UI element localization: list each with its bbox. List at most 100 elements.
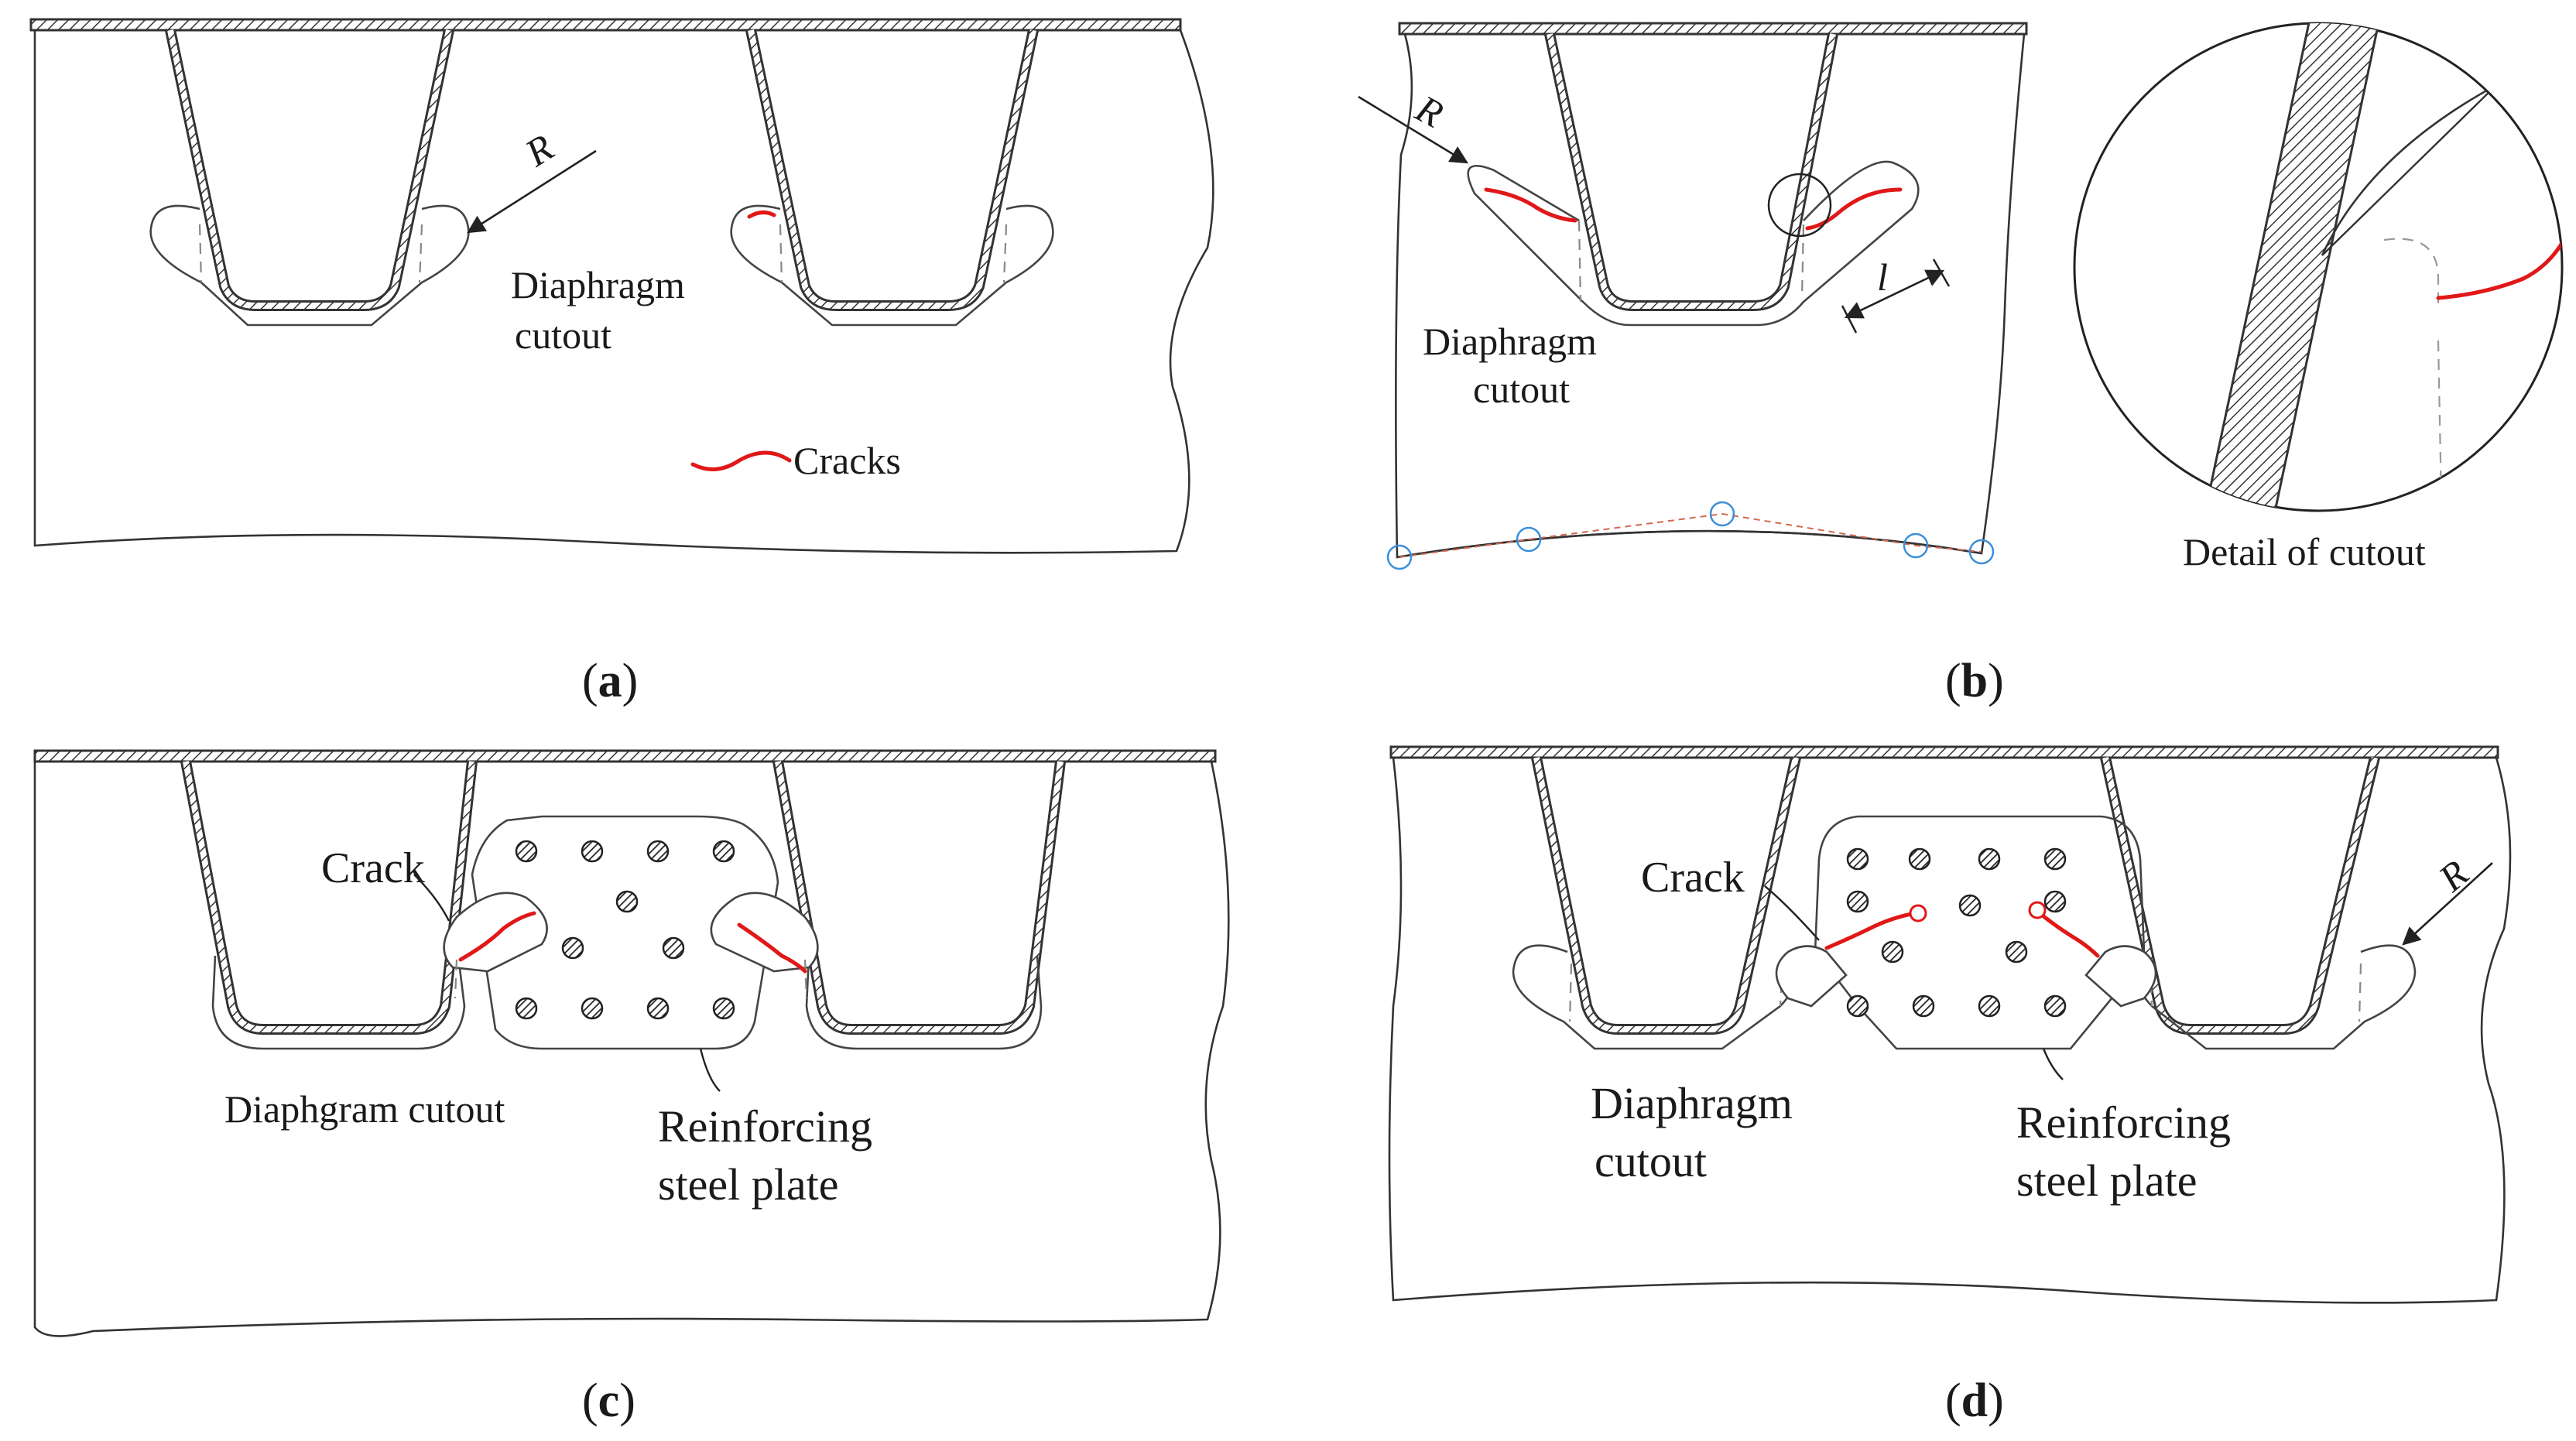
crack-label: Crack — [1641, 854, 1745, 902]
control-point — [1516, 526, 1542, 553]
plate-label-line1: Reinforcing — [2016, 1097, 2231, 1148]
detail-chord — [2321, 84, 2497, 256]
deck-plate — [33, 749, 1217, 763]
bolt — [515, 997, 538, 1020]
radius-label: R — [2430, 851, 2476, 900]
cutout-label: Diaphgram cutout — [224, 1087, 505, 1131]
diaphragm-edge — [1388, 757, 2512, 1304]
cutout-label-line1: Diaphragm — [511, 263, 685, 306]
bolt — [515, 840, 538, 863]
detail-view — [2073, 22, 2564, 512]
detail-rib-section — [2201, 23, 2382, 511]
bolt — [1978, 994, 2001, 1018]
control-point — [1968, 539, 1995, 565]
length-dimension — [1844, 269, 1945, 319]
cutout-outline-right — [805, 955, 1043, 1050]
plate-label-line2: steel plate — [2016, 1155, 2197, 1206]
plate-cutout-left — [443, 892, 548, 973]
bolt — [1978, 847, 2001, 871]
dim-tick — [1841, 305, 1858, 334]
bolt — [615, 890, 639, 913]
control-point — [1386, 544, 1413, 570]
cutout-label-line2: cutout — [1473, 368, 1570, 411]
bolt — [712, 840, 735, 863]
plate-cutout-left — [1775, 945, 1848, 1008]
rib-right — [745, 29, 1039, 311]
rib-center — [1544, 33, 1838, 311]
crack-c-left — [458, 911, 536, 962]
crack-b-left — [1484, 187, 1577, 223]
deck-plate — [29, 18, 1182, 32]
cutout-outline-left — [149, 204, 470, 327]
cutout-hidden-line — [1568, 963, 2362, 1022]
bolt — [1846, 847, 1869, 871]
control-polygon — [1399, 512, 1982, 558]
crack-leader — [1764, 885, 1820, 941]
bolt — [712, 997, 735, 1020]
radius-label: R — [1409, 86, 1451, 135]
control-point — [1709, 501, 1735, 527]
radius-arrow — [1358, 95, 1469, 164]
crack-arrest-hole — [1909, 904, 1927, 922]
bolt — [561, 936, 584, 960]
cutout-hidden-line — [454, 959, 808, 999]
plate-leader — [2042, 1048, 2064, 1080]
length-label: l — [1877, 255, 1888, 299]
diaphragm-edge — [1395, 33, 2026, 559]
caption-b: (b) — [1945, 655, 2004, 707]
panel-c: Crack Diaphgram cutout Reinforcing steel… — [33, 749, 1230, 1427]
diaphragm-bottom — [1396, 529, 1982, 559]
deck-plate — [1389, 745, 2499, 759]
crack-d-left — [1824, 911, 1918, 950]
detail-label: Detail of cutout — [2183, 530, 2426, 573]
control-point — [1903, 532, 1929, 559]
bolt — [1881, 940, 1904, 964]
cutout-hidden-line — [1577, 220, 1805, 303]
cutout-label-line1: Diaphragm — [1591, 1078, 1793, 1128]
cutout-label-line1: Diaphragm — [1423, 320, 1597, 363]
panel-a: R Diaphragm cutout Cracks (a) — [29, 18, 1214, 707]
crack-b-right — [1805, 187, 1903, 231]
crack-label: Crack — [321, 844, 425, 892]
cutout-outline — [1467, 160, 1920, 327]
crack-leader — [413, 874, 450, 922]
cutout-label-line2: cutout — [515, 313, 611, 357]
diaphragm-edge — [33, 761, 1230, 1337]
detail-crack — [2436, 226, 2562, 300]
cutout-hidden-line — [779, 224, 1008, 283]
bolt — [1958, 894, 1982, 917]
dim-tick — [1932, 258, 1951, 287]
radius-label: R — [517, 125, 560, 175]
bolt — [646, 840, 670, 863]
bolt — [1908, 847, 1931, 871]
deck-plate — [1398, 22, 2028, 36]
bolt — [1912, 994, 1935, 1018]
rib-right — [772, 760, 1066, 1035]
panel-b: R l Diaphragm cutout Detail of cutout (b… — [1358, 22, 2564, 707]
detail-marker-circle — [1767, 173, 1832, 238]
bolt — [1846, 994, 1869, 1018]
legend-crack-sample — [690, 450, 792, 471]
caption-c: (c) — [582, 1374, 635, 1427]
crack-c-right — [737, 922, 807, 974]
legend-cracks-label: Cracks — [793, 439, 901, 482]
crack-d-right — [2037, 911, 2100, 958]
bolt — [662, 936, 685, 960]
caption-a: (a) — [582, 655, 638, 707]
reinforcing-plate — [1814, 815, 2146, 1050]
bolt — [646, 997, 670, 1020]
caption-d: (d) — [1945, 1374, 2004, 1427]
plate-label-line2: steel plate — [658, 1159, 839, 1210]
bolt — [581, 840, 604, 863]
radius-arrow — [2402, 862, 2493, 946]
cutout-outline-left — [211, 955, 466, 1050]
plate-cutout-right — [2084, 945, 2157, 1008]
rib-left — [165, 29, 454, 311]
bolt — [2043, 994, 2067, 1018]
rib-left — [180, 760, 478, 1035]
plate-cutout-right — [710, 892, 819, 973]
panel-d: Crack R Diaphragm cutout Reinforcing ste… — [1388, 745, 2512, 1427]
cutout-label-line2: cutout — [1595, 1136, 1707, 1186]
rib-left — [1531, 756, 1801, 1035]
